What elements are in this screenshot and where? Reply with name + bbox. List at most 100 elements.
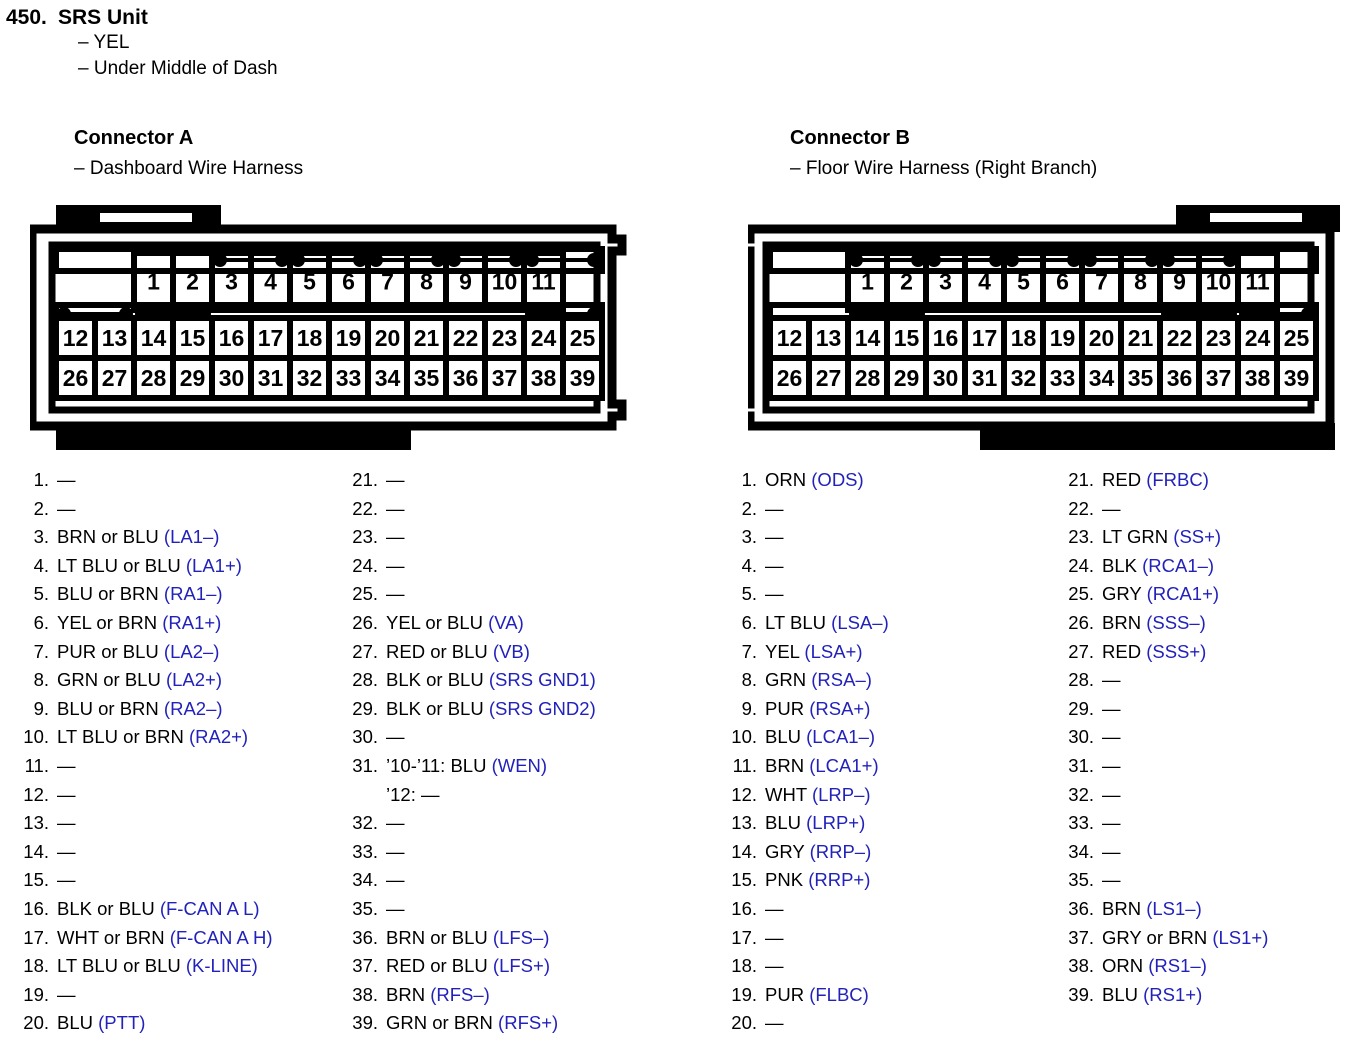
pin-signal-name: (LSA+) xyxy=(804,640,863,662)
pin-27-label: 27 xyxy=(102,365,128,391)
unit-heading: 450. SRS Unit – YEL – Under Middle of Da… xyxy=(6,6,278,82)
pin-34-label: 34 xyxy=(375,365,401,391)
pin-number: 29. xyxy=(1068,697,1094,719)
pin-4-label: 4 xyxy=(978,269,991,295)
pin-28-label: 28 xyxy=(141,365,167,391)
pin-row: 24.— xyxy=(347,552,677,581)
pin-row: 35. — xyxy=(1063,866,1366,895)
pin-number: 11. xyxy=(732,754,757,776)
pin-number: 36. xyxy=(1068,897,1094,919)
pin-wire-color: PUR xyxy=(765,983,805,1005)
pin-19-label: 19 xyxy=(336,325,362,351)
pin-value: — xyxy=(57,809,348,838)
pin-value: GRN (RSA–) xyxy=(765,666,1056,695)
pin-value: — xyxy=(765,495,1056,524)
pin-value: — xyxy=(57,838,348,867)
upper-latch-2-node-0 xyxy=(369,253,383,267)
pin-row: 6.YEL or BRN (RA1+) xyxy=(18,609,348,638)
pin-14-label: 14 xyxy=(855,325,881,351)
pin-27-label: 27 xyxy=(816,365,842,391)
pin-number: 25. xyxy=(1068,583,1094,605)
upper-latch-4-node-0 xyxy=(525,253,539,267)
unit-wire-color: – YEL xyxy=(78,32,130,53)
pin-wire-color: — xyxy=(765,583,784,605)
pin-number: 24. xyxy=(352,554,378,576)
pin-wire-color: LT BLU xyxy=(765,611,827,633)
pin-21-label: 21 xyxy=(1128,325,1154,351)
pin-value: BLU (LRP+) xyxy=(765,809,1056,838)
upper-latch-3-node-0 xyxy=(447,253,461,267)
pin-35-label: 35 xyxy=(1128,365,1154,391)
pin-signal-name: (VA) xyxy=(488,611,524,633)
pin-value: LT BLU or BRN (RA2+) xyxy=(57,723,348,752)
pin-value: — xyxy=(386,895,677,924)
pin-row: 36.BRN or BLU (LFS–) xyxy=(347,924,677,953)
pin-wire-color: LT BLU or BLU xyxy=(57,955,181,977)
pin-row: 11.BRN (LCA1+) xyxy=(726,752,1056,781)
pin-wire-color: RED xyxy=(1102,640,1142,662)
pin-35-box xyxy=(404,355,449,401)
pin-12-label: 12 xyxy=(63,325,89,351)
pin-row: 11.— xyxy=(18,752,348,781)
pin-signal-name: (LRP+) xyxy=(806,812,866,834)
pin-row: 7.YEL (LSA+) xyxy=(726,638,1056,667)
pin-number: 33. xyxy=(1068,812,1094,834)
pin-number: 37. xyxy=(352,955,378,977)
pin-wire-color: — xyxy=(386,812,405,834)
pin-wire-color: — xyxy=(765,1012,784,1034)
pin-number: 6. xyxy=(33,611,49,633)
pin-signal-name: (LSA–) xyxy=(831,611,889,633)
pin-number: 12. xyxy=(23,783,49,805)
pin-34-label: 34 xyxy=(1089,365,1115,391)
pin-wire-color: — xyxy=(765,526,784,548)
pin-2-label: 2 xyxy=(900,269,913,295)
pin-16-box xyxy=(209,315,254,361)
pin-signal-name: (RCA1+) xyxy=(1146,583,1220,605)
connector-a-pinlist-left: 1.—2.—3.BRN or BLU (LA1–)4.LT BLU or BLU… xyxy=(18,466,348,1038)
pin-1-label: 1 xyxy=(147,269,160,295)
pin-wire-color: BLK or BLU xyxy=(386,669,484,691)
pin-row: 25.— xyxy=(347,580,677,609)
pin-row: 6.LT BLU (LSA–) xyxy=(726,609,1056,638)
pin-wire-color: — xyxy=(1102,869,1121,891)
pin-wire-color: BLK or BLU xyxy=(57,897,155,919)
pin-wire-color: BRN xyxy=(765,754,805,776)
pin-value: BRN (SSS–) xyxy=(1102,609,1366,638)
pin-number: 1. xyxy=(33,469,49,490)
pin-wire-color: — xyxy=(386,726,405,748)
pin-wire-color: — xyxy=(765,955,784,977)
pin-value: GRN or BLU (LA2+) xyxy=(57,666,348,695)
pin-wire-color: — xyxy=(765,897,784,919)
pin-signal-name: (LRP–) xyxy=(811,783,871,805)
pin-24-label: 24 xyxy=(1245,325,1271,351)
pin-wire-color: RED xyxy=(1102,469,1142,490)
pin-value: — xyxy=(57,981,348,1010)
pin-number: 7. xyxy=(741,640,757,662)
pin-number: 32. xyxy=(352,812,378,834)
pin-row: 33.— xyxy=(1063,809,1366,838)
pin-number: 39. xyxy=(352,1012,378,1034)
pin-value: LT BLU (LSA–) xyxy=(765,609,1056,638)
pin-wire-color: BLU xyxy=(765,726,801,748)
unit-title: SRS Unit xyxy=(58,6,148,29)
pin-signal-name: (LA1+) xyxy=(185,554,242,576)
pin-value: YEL or BLU (VA) xyxy=(386,609,677,638)
pin-row: 37.GRY or BRN (LS1+) xyxy=(1063,924,1366,953)
pin-wire-color: — xyxy=(1102,497,1121,519)
pin-number: 35. xyxy=(352,897,378,919)
pin-number: 31. xyxy=(352,754,378,776)
pin-value: — xyxy=(1102,723,1366,752)
pin-wire-color: — xyxy=(57,869,76,891)
pin-row: 19.PUR (FLBC) xyxy=(726,981,1056,1010)
pin-value: — xyxy=(386,866,677,895)
pin-wire-color: — xyxy=(57,754,76,776)
pin-value: BRN (LS1–) xyxy=(1102,895,1366,924)
pin-number: 35. xyxy=(1068,869,1094,891)
pin-38-box xyxy=(1235,355,1280,401)
pin-wire-color: BRN or BLU xyxy=(386,926,488,948)
pin-wire-color: BLU or BRN xyxy=(57,697,159,719)
pin-row: 3.BRN or BLU (LA1–) xyxy=(18,523,348,552)
upper-latch-4-node-0 xyxy=(1161,253,1175,267)
